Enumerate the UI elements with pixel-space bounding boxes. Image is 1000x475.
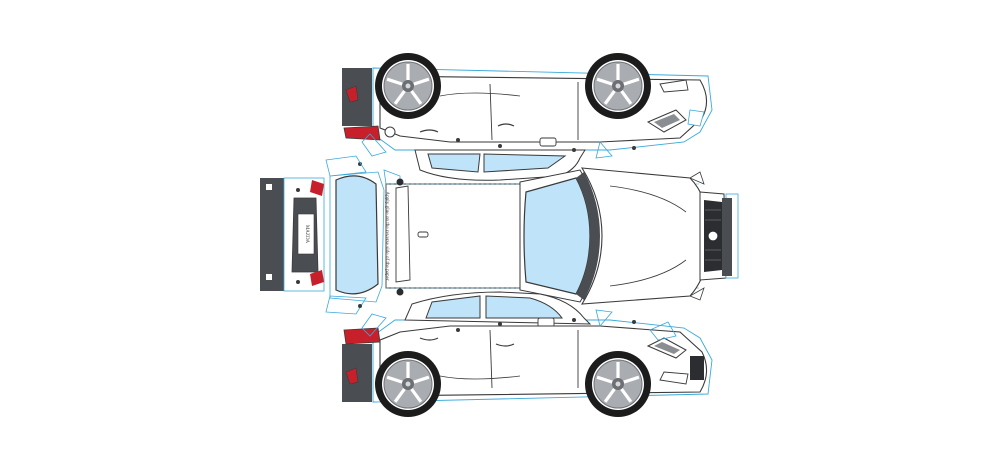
- top-side-panel: [342, 51, 713, 181]
- bottom-side-panel: [342, 291, 713, 419]
- top-panel-cut-line: [372, 67, 713, 151]
- rear-bumper-panel: [260, 178, 284, 291]
- top-fuel-cap: [384, 126, 396, 138]
- top-rear-window: [427, 153, 481, 173]
- bottom-tail-light: [343, 327, 381, 345]
- top-door-handle-rear: [419, 129, 439, 133]
- front-logo-icon: [707, 230, 719, 242]
- windshield-glass: [523, 177, 591, 295]
- rear-window-glass: [335, 175, 379, 295]
- bottom-front-wheel: [583, 349, 653, 419]
- bottom-door-handle-front: [495, 343, 515, 347]
- rear-light-right: [310, 270, 324, 286]
- bottom-door-handle-rear: [419, 337, 439, 341]
- top-view-panel: MAZDA Apply glue on the reverse side of …: [260, 155, 739, 315]
- top-door-handle-front: [497, 123, 515, 127]
- top-tail-light: [343, 125, 381, 141]
- rear-light-left: [310, 180, 324, 196]
- top-mirror: [539, 137, 557, 147]
- rear-badge-text: MAZDA: [304, 225, 309, 244]
- hood-panel: [580, 167, 713, 305]
- bottom-front-window: [485, 295, 563, 319]
- roof-antenna: [417, 231, 429, 238]
- bottom-rear-wheel: [373, 349, 443, 419]
- top-front-window: [483, 153, 567, 173]
- glue-instruction: Apply glue on the reverse side of the pa…: [384, 191, 391, 281]
- bottom-rear-window: [425, 295, 481, 319]
- rear-badge-plate: [297, 213, 315, 255]
- bottom-panel-cut-line: [372, 319, 713, 403]
- top-rear-wheel: [373, 51, 443, 121]
- top-front-wheel: [583, 51, 653, 121]
